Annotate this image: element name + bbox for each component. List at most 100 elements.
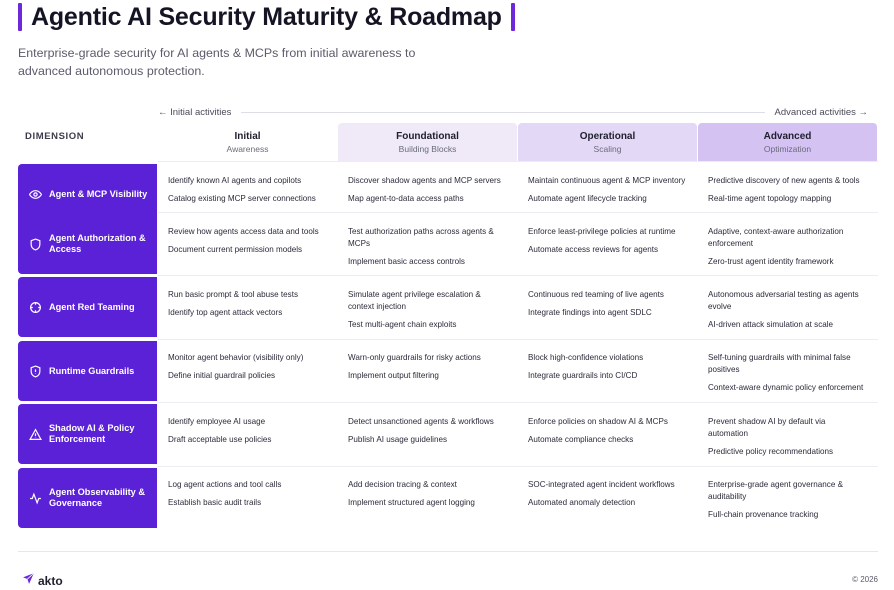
row-divider (158, 212, 878, 213)
cell-item: Discover shadow agents and MCP servers (348, 176, 501, 185)
cell-item: Publish AI usage guidelines (348, 435, 447, 444)
cell-observability-operational: SOC-integrated agent incident workflows … (518, 479, 696, 515)
column-header-foundational: Foundational Building Blocks (338, 123, 517, 161)
cell-item: Continuous red teaming of live agents (528, 290, 664, 299)
akto-logo: akto (22, 572, 63, 590)
row-label-runtime-guardrails: Runtime Guardrails (18, 341, 157, 401)
row-divider (158, 275, 878, 276)
column-subtitle: Scaling (593, 144, 622, 154)
cell-item: Draft acceptable use policies (168, 435, 272, 444)
row-label-text: Agent Authorization & Access (49, 233, 146, 254)
cell-item: Map agent-to-data access paths (348, 194, 464, 203)
cell-item: Autonomous adversarial testing as agents… (708, 290, 859, 311)
cell-item: Run basic prompt & tool abuse tests (168, 290, 299, 299)
cell-item: Document current permission models (168, 245, 303, 254)
footer-divider (18, 551, 878, 552)
cell-item: Integrate findings into agent SDLC (528, 308, 652, 317)
cell-item: Log agent actions and tool calls (168, 480, 282, 489)
row-label-text: Agent Observability & Governance (49, 487, 145, 508)
paper-plane-icon (22, 572, 35, 590)
cell-item: Automate access reviews for agents (528, 245, 659, 254)
cell-item: Define initial guardrail policies (168, 371, 276, 380)
cell-visibility-initial: Identify known AI agents and copilots Ca… (158, 175, 336, 211)
column-header-advanced: Advanced Optimization (698, 123, 877, 161)
row-label-text: Agent & MCP Visibility (49, 188, 148, 199)
cell-item: Self-tuning guardrails with minimal fals… (708, 353, 851, 374)
cell-item: Enforce policies on shadow AI & MCPs (528, 417, 668, 426)
cell-item: Implement structured agent logging (348, 498, 475, 507)
cell-item: Implement output filtering (348, 371, 439, 380)
cell-item: Simulate agent privilege escalation & co… (348, 290, 481, 311)
cell-item: Catalog existing MCP server connections (168, 194, 316, 203)
cell-item: Review how agents access data and tools (168, 227, 319, 236)
row-label-text: Runtime Guardrails (49, 365, 135, 376)
cell-shadow-ai-advanced: Prevent shadow AI by default via automat… (698, 416, 876, 464)
cell-authorization-operational: Enforce least-privilege policies at runt… (518, 226, 696, 262)
cell-item: Predictive policy recommendations (708, 447, 834, 456)
cell-visibility-foundational: Discover shadow agents and MCP servers M… (338, 175, 516, 211)
cell-authorization-advanced: Adaptive, context-aware authorization en… (698, 226, 876, 274)
cell-item: Implement basic access controls (348, 257, 465, 266)
cell-item: Identify top agent attack vectors (168, 308, 283, 317)
column-title: Advanced (763, 131, 812, 142)
cell-item: Automate agent lifecycle tracking (528, 194, 647, 203)
cell-guardrails-initial: Monitor agent behavior (visibility only)… (158, 352, 336, 388)
cell-item: Test authorization paths across agents &… (348, 227, 494, 248)
column-title: Operational (579, 131, 636, 142)
cell-item: Identify known AI agents and copilots (168, 176, 302, 185)
warning-triangle-icon (28, 427, 42, 441)
title-accent-bar (18, 3, 22, 31)
activity-progress: ← Initial activities Advanced activities… (158, 106, 868, 118)
cell-item: SOC-integrated agent incident workflows (528, 480, 675, 489)
shield-icon (28, 237, 42, 251)
cell-item: Detect unsanctioned agents & workflows (348, 417, 494, 426)
cell-item: Monitor agent behavior (visibility only) (168, 353, 304, 362)
cell-item: AI-driven attack simulation at scale (708, 320, 834, 329)
row-label-text: Shadow AI & Policy Enforcement (49, 423, 135, 444)
cell-authorization-foundational: Test authorization paths across agents &… (338, 226, 516, 274)
row-divider (158, 339, 878, 340)
column-subtitle: Awareness (226, 144, 269, 154)
dimension-header: DIMENSION (25, 131, 85, 142)
cell-red-teaming-operational: Continuous red teaming of live agents In… (518, 289, 696, 325)
cell-red-teaming-advanced: Autonomous adversarial testing as agents… (698, 289, 876, 337)
shield-alert-icon (28, 364, 42, 378)
column-title: Foundational (396, 131, 459, 142)
cell-item: Automate compliance checks (528, 435, 634, 444)
row-label-agent-authorization: Agent Authorization & Access (18, 214, 157, 274)
cell-item: Full-chain provenance tracking (708, 510, 819, 519)
cell-item: Add decision tracing & context (348, 480, 457, 489)
column-title: Initial (234, 131, 261, 142)
cell-item: Zero-trust agent identity framework (708, 257, 834, 266)
cell-guardrails-operational: Block high-confidence violations Integra… (518, 352, 696, 388)
cell-observability-initial: Log agent actions and tool calls Establi… (158, 479, 336, 515)
column-subtitle: Optimization (763, 144, 812, 154)
cell-item: Test multi-agent chain exploits (348, 320, 457, 329)
cell-red-teaming-initial: Run basic prompt & tool abuse tests Iden… (158, 289, 336, 325)
crosshair-icon (28, 300, 42, 314)
cell-red-teaming-foundational: Simulate agent privilege escalation & co… (338, 289, 516, 337)
cell-item: Predictive discovery of new agents & too… (708, 176, 860, 185)
cell-shadow-ai-operational: Enforce policies on shadow AI & MCPs Aut… (518, 416, 696, 452)
copyright: © 2026 (852, 575, 878, 584)
row-label-agent-red-teaming: Agent Red Teaming (18, 277, 157, 337)
cell-item: Prevent shadow AI by default via automat… (708, 417, 826, 438)
cell-item: Establish basic audit trails (168, 498, 262, 507)
eye-icon (28, 187, 42, 201)
advanced-activities-label: Advanced activities → (774, 106, 868, 118)
cell-item: Maintain continuous agent & MCP inventor… (528, 176, 686, 185)
progress-line (241, 111, 765, 113)
initial-activities-label: ← Initial activities (158, 106, 232, 118)
cell-authorization-initial: Review how agents access data and tools … (158, 226, 336, 262)
cell-guardrails-advanced: Self-tuning guardrails with minimal fals… (698, 352, 876, 400)
cell-visibility-advanced: Predictive discovery of new agents & too… (698, 175, 876, 211)
cell-item: Real-time agent topology mapping (708, 194, 832, 203)
cell-item: Enterprise-grade agent governance & audi… (708, 480, 843, 501)
cell-item: Identify employee AI usage (168, 417, 266, 426)
cell-shadow-ai-foundational: Detect unsanctioned agents & workflows P… (338, 416, 516, 452)
row-label-shadow-ai: Shadow AI & Policy Enforcement (18, 404, 157, 464)
column-header-initial: Initial Awareness (158, 123, 337, 161)
page-title: Agentic AI Security Maturity & Roadmap (31, 2, 502, 31)
cell-item: Integrate guardrails into CI/CD (528, 371, 638, 380)
row-divider (158, 466, 878, 467)
